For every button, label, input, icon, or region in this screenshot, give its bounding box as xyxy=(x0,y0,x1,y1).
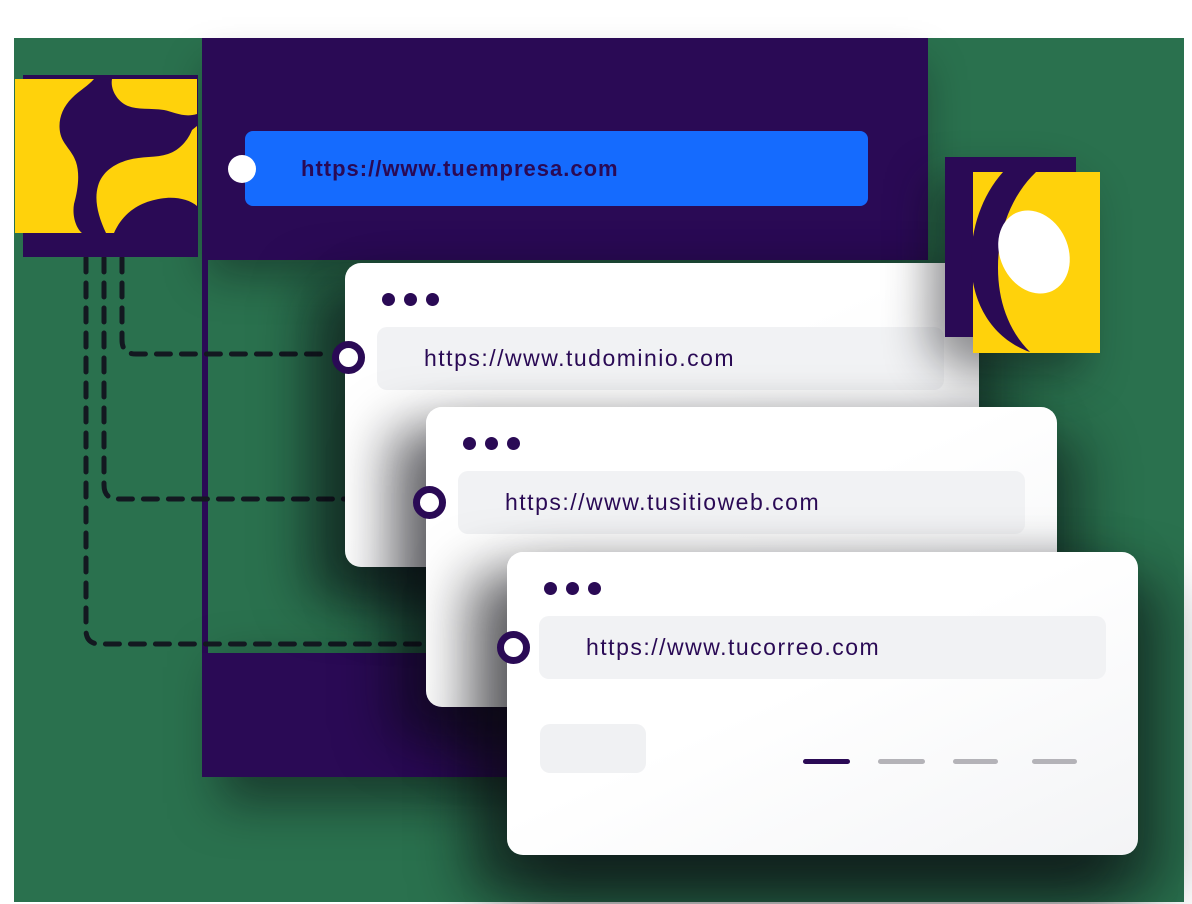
window-controls-icon[interactable] xyxy=(544,582,601,595)
address-url-3: https://www.tucorreo.com xyxy=(586,634,881,660)
panel-connector-line xyxy=(202,258,208,655)
browser-window-3: https://www.tucorreo.com xyxy=(507,552,1138,855)
window-controls-icon[interactable] xyxy=(463,437,520,450)
connector-node-1 xyxy=(332,341,365,374)
nav-bar xyxy=(1032,759,1077,764)
globe-icon xyxy=(15,75,198,257)
connector-node-2 xyxy=(413,486,446,519)
hero-url-text: https://www.tuempresa.com xyxy=(301,155,619,181)
window-controls-icon[interactable] xyxy=(382,293,439,306)
hero-connector-node xyxy=(228,155,256,183)
connector-node-3 xyxy=(497,631,530,664)
address-bar-3[interactable]: https://www.tucorreo.com xyxy=(539,616,1106,679)
nav-placeholder-bars xyxy=(507,759,1138,765)
hero-address-bar[interactable]: https://www.tuempresa.com xyxy=(245,131,868,206)
content-placeholder-block xyxy=(540,724,646,773)
address-url-1: https://www.tudominio.com xyxy=(424,345,736,371)
nav-bar xyxy=(878,759,925,764)
nav-bar xyxy=(953,759,998,764)
address-bar-2[interactable]: https://www.tusitioweb.com xyxy=(458,471,1025,534)
address-bar-1[interactable]: https://www.tudominio.com xyxy=(377,327,944,390)
abstract-lens-icon xyxy=(945,157,1100,353)
nav-bar-active xyxy=(803,759,850,764)
address-url-2: https://www.tusitioweb.com xyxy=(505,489,821,515)
